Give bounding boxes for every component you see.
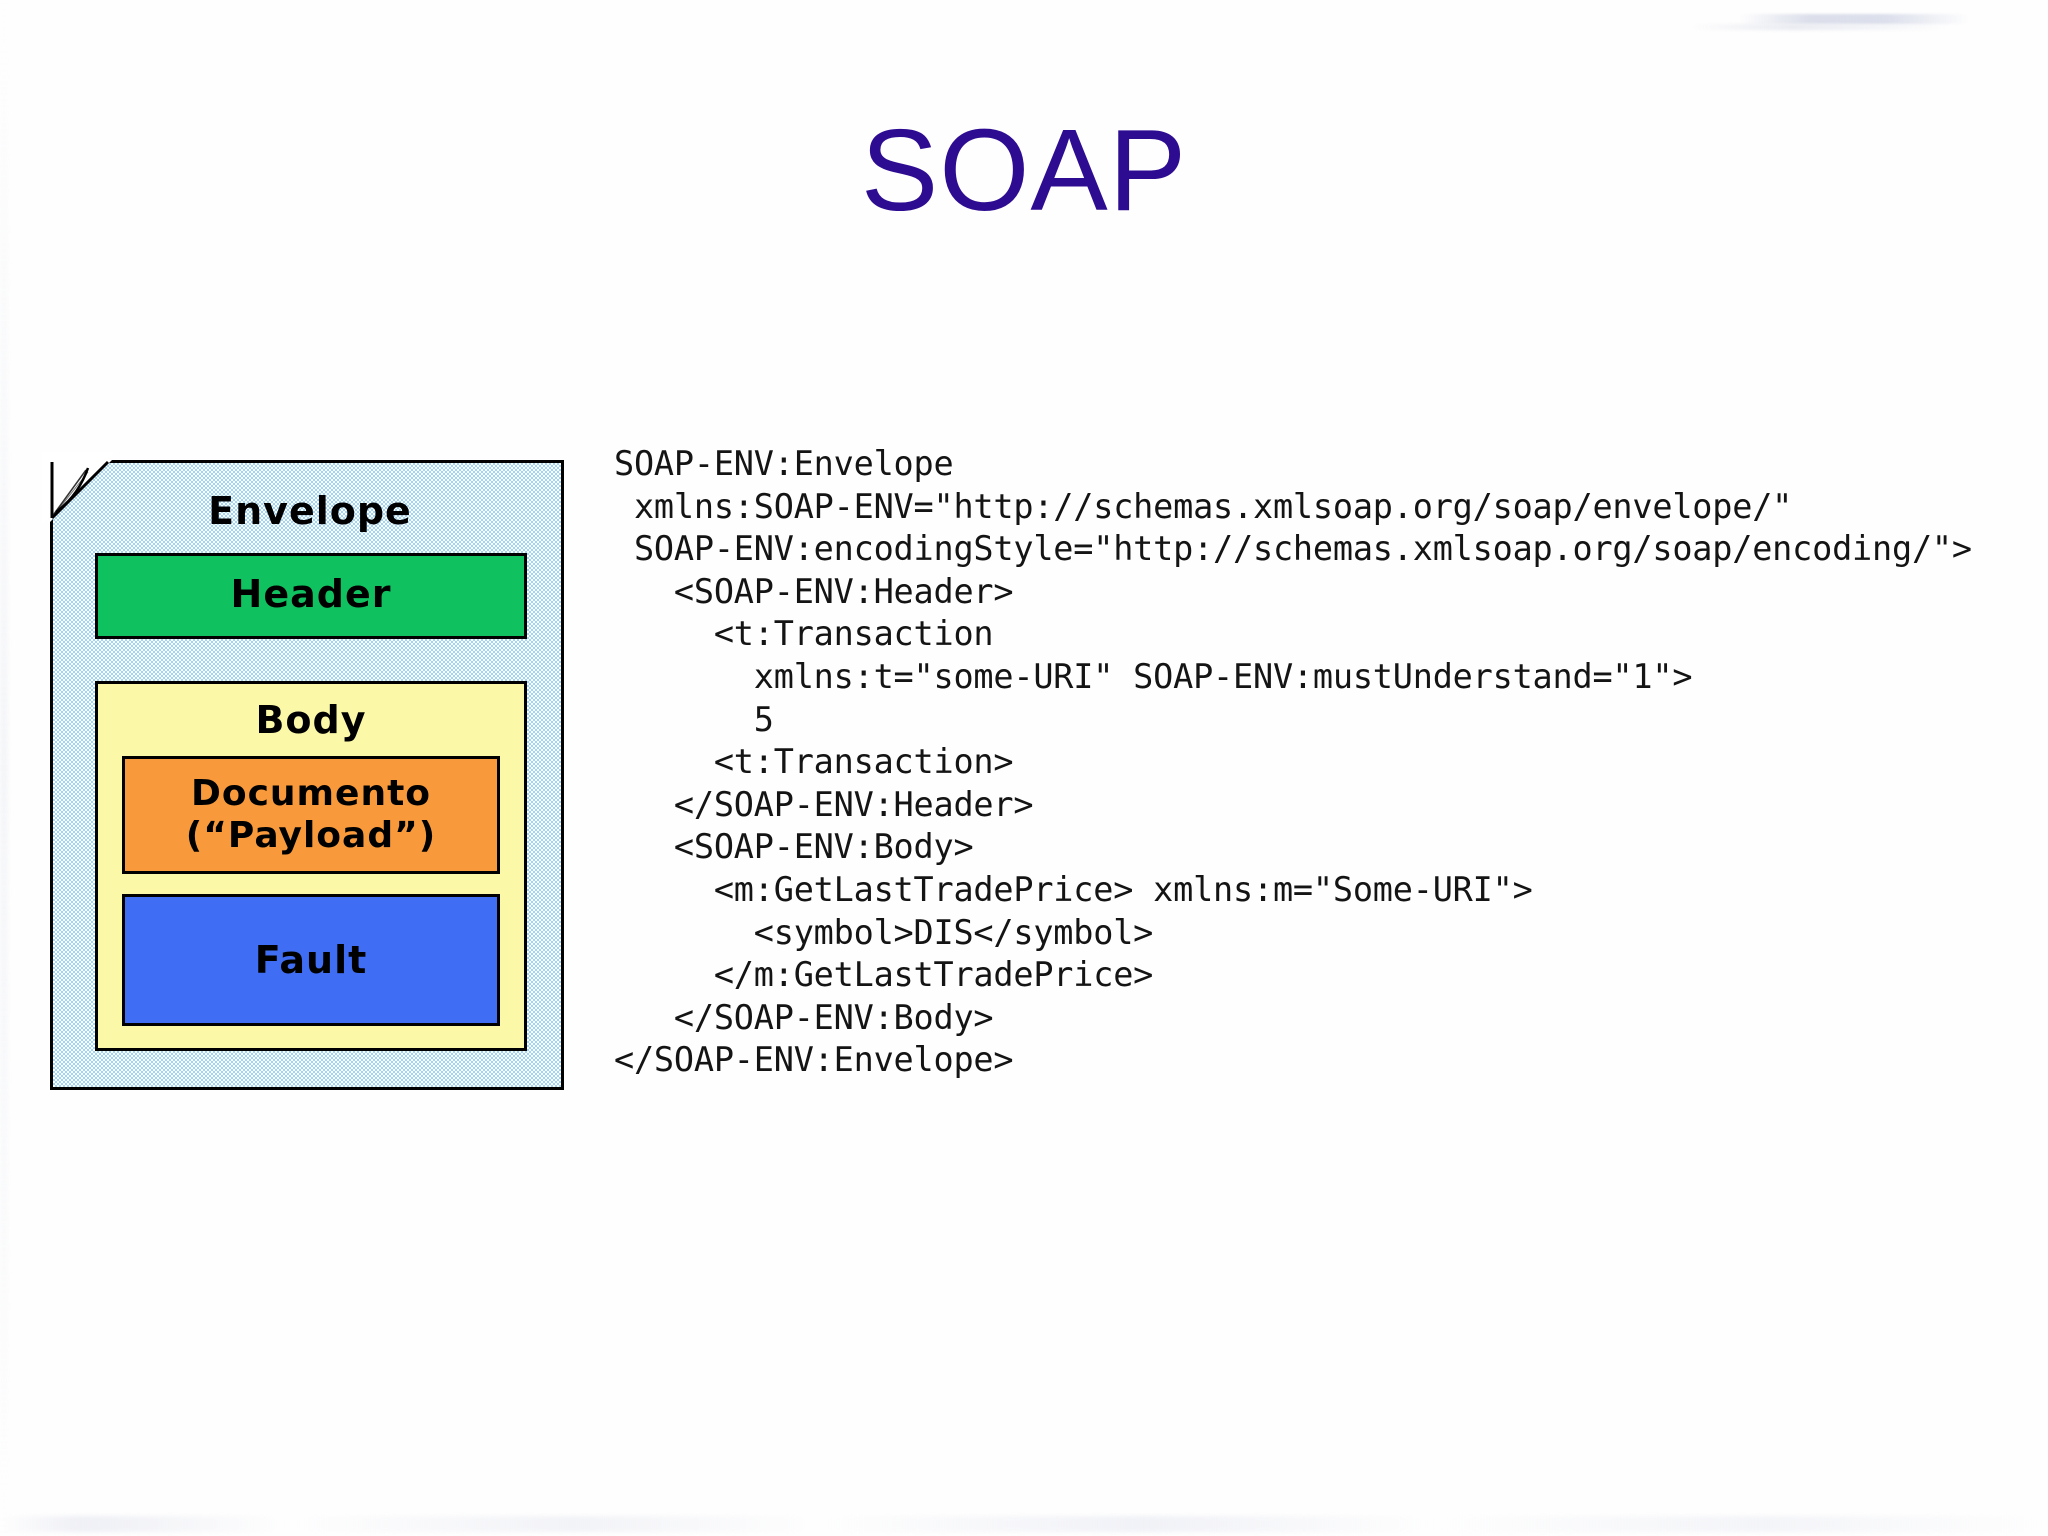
- code-line: <SOAP-ENV:Body>: [614, 827, 974, 867]
- code-line: xmlns:t="some-URI" SOAP-ENV:mustUndersta…: [614, 656, 1693, 696]
- folded-corner-icon: [42, 452, 120, 530]
- code-line: </SOAP-ENV:Envelope>: [614, 1040, 1014, 1080]
- fault-box: Fault: [122, 894, 500, 1026]
- scan-artifact-top-right-secondary: [1690, 24, 1950, 30]
- envelope-label: Envelope: [208, 489, 412, 533]
- code-line: xmlns:SOAP-ENV="http://schemas.xmlsoap.o…: [614, 486, 1793, 526]
- payload-box: Documento (“Payload”): [122, 756, 500, 874]
- body-box: Body Documento (“Payload”) Fault: [95, 681, 527, 1051]
- scan-artifact-top-right: [1740, 14, 1970, 24]
- code-line: <symbol>DIS</symbol>: [614, 912, 1154, 952]
- code-line: </SOAP-ENV:Body>: [614, 997, 994, 1037]
- payload-label-documento: Documento: [190, 772, 432, 814]
- body-label: Body: [255, 698, 367, 742]
- payload-label-payload: (“Payload”): [185, 815, 437, 856]
- code-line: <t:Transaction: [614, 614, 994, 654]
- code-line: </m:GetLastTradePrice>: [614, 955, 1154, 995]
- scan-artifact-left-edge: [0, 0, 8, 1536]
- code-line: <m:GetLastTradePrice> xmlns:m="Some-URI"…: [614, 869, 1533, 909]
- code-line: 5: [614, 699, 774, 739]
- header-box: Header: [95, 553, 527, 639]
- page-title: SOAP: [860, 105, 1188, 235]
- envelope-box: Envelope Header Body Documento (“Payload…: [50, 460, 564, 1090]
- header-label: Header: [230, 572, 392, 616]
- scan-artifact-bottom-edge: [0, 1516, 2048, 1532]
- code-line: <t:Transaction>: [614, 742, 1014, 782]
- soap-envelope-diagram: Envelope Header Body Documento (“Payload…: [42, 452, 572, 1092]
- code-line: </SOAP-ENV:Header>: [614, 784, 1034, 824]
- code-line: SOAP-ENV:encodingStyle="http://schemas.x…: [614, 529, 1972, 569]
- code-line: SOAP-ENV:Envelope: [614, 444, 954, 483]
- code-line: <SOAP-ENV:Header>: [614, 571, 1014, 611]
- fault-label: Fault: [254, 938, 368, 982]
- soap-message-code-block: SOAP-ENV:Envelope xmlns:SOAP-ENV="http:/…: [614, 443, 2014, 1082]
